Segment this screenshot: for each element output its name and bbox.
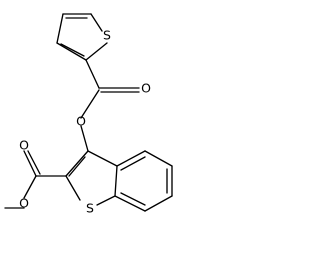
benzene-bond-2 — [144, 150, 173, 167]
molecule-canvas: S O O O O S — [4, 13, 173, 216]
ester-carbonyl-oxygen-bottom-label: O — [19, 138, 29, 153]
ester-linker-oxygen-label: O — [76, 114, 86, 129]
benzene-bond-5 — [114, 195, 146, 212]
thiophene-to-carbonyl-bond — [85, 59, 100, 89]
lower-carbonyl-double-bond-1 — [23, 150, 37, 177]
thiophene-bond-4 — [85, 42, 108, 61]
benzene-bond-1-inner — [120, 156, 146, 171]
thiophene-bond-5 — [90, 13, 103, 32]
thiophene-sulfur-label: S — [103, 28, 111, 43]
benzothiophene-sulfur-label: S — [86, 201, 94, 216]
benzothiophene-c2-c3-bond — [65, 150, 89, 177]
linker-oxygen-to-ring-bond — [80, 125, 89, 152]
methoxy-oxygen-label: O — [19, 196, 29, 211]
benzothiophene-c3a-c7a-bond — [114, 165, 118, 197]
benzothiophene-c3-c3a-bond — [87, 150, 118, 167]
benzene-bond-1 — [116, 150, 146, 167]
thiophene-bond-3-inner — [60, 43, 85, 57]
chemical-structure-diagram: S O O O O S — [4, 13, 173, 216]
benzothiophene-s-c7a-bond — [96, 195, 116, 206]
benzothiophene-c2-c3-inner — [68, 156, 86, 177]
carbonyl-to-oxygen-bond — [80, 89, 100, 119]
benzene-bond-4 — [144, 195, 173, 212]
lower-carbonyl-double-bond-2 — [27, 150, 41, 175]
ester-carbon-to-methoxy-oxygen-bond — [23, 175, 37, 199]
benzothiophene-c2-s-bond — [65, 175, 81, 201]
thiophene-bond-2 — [56, 13, 64, 44]
thiophene-bond-3 — [56, 42, 87, 61]
ester-carbonyl-oxygen-top-label: O — [141, 81, 151, 96]
benzene-bond-5-inner — [120, 192, 146, 206]
